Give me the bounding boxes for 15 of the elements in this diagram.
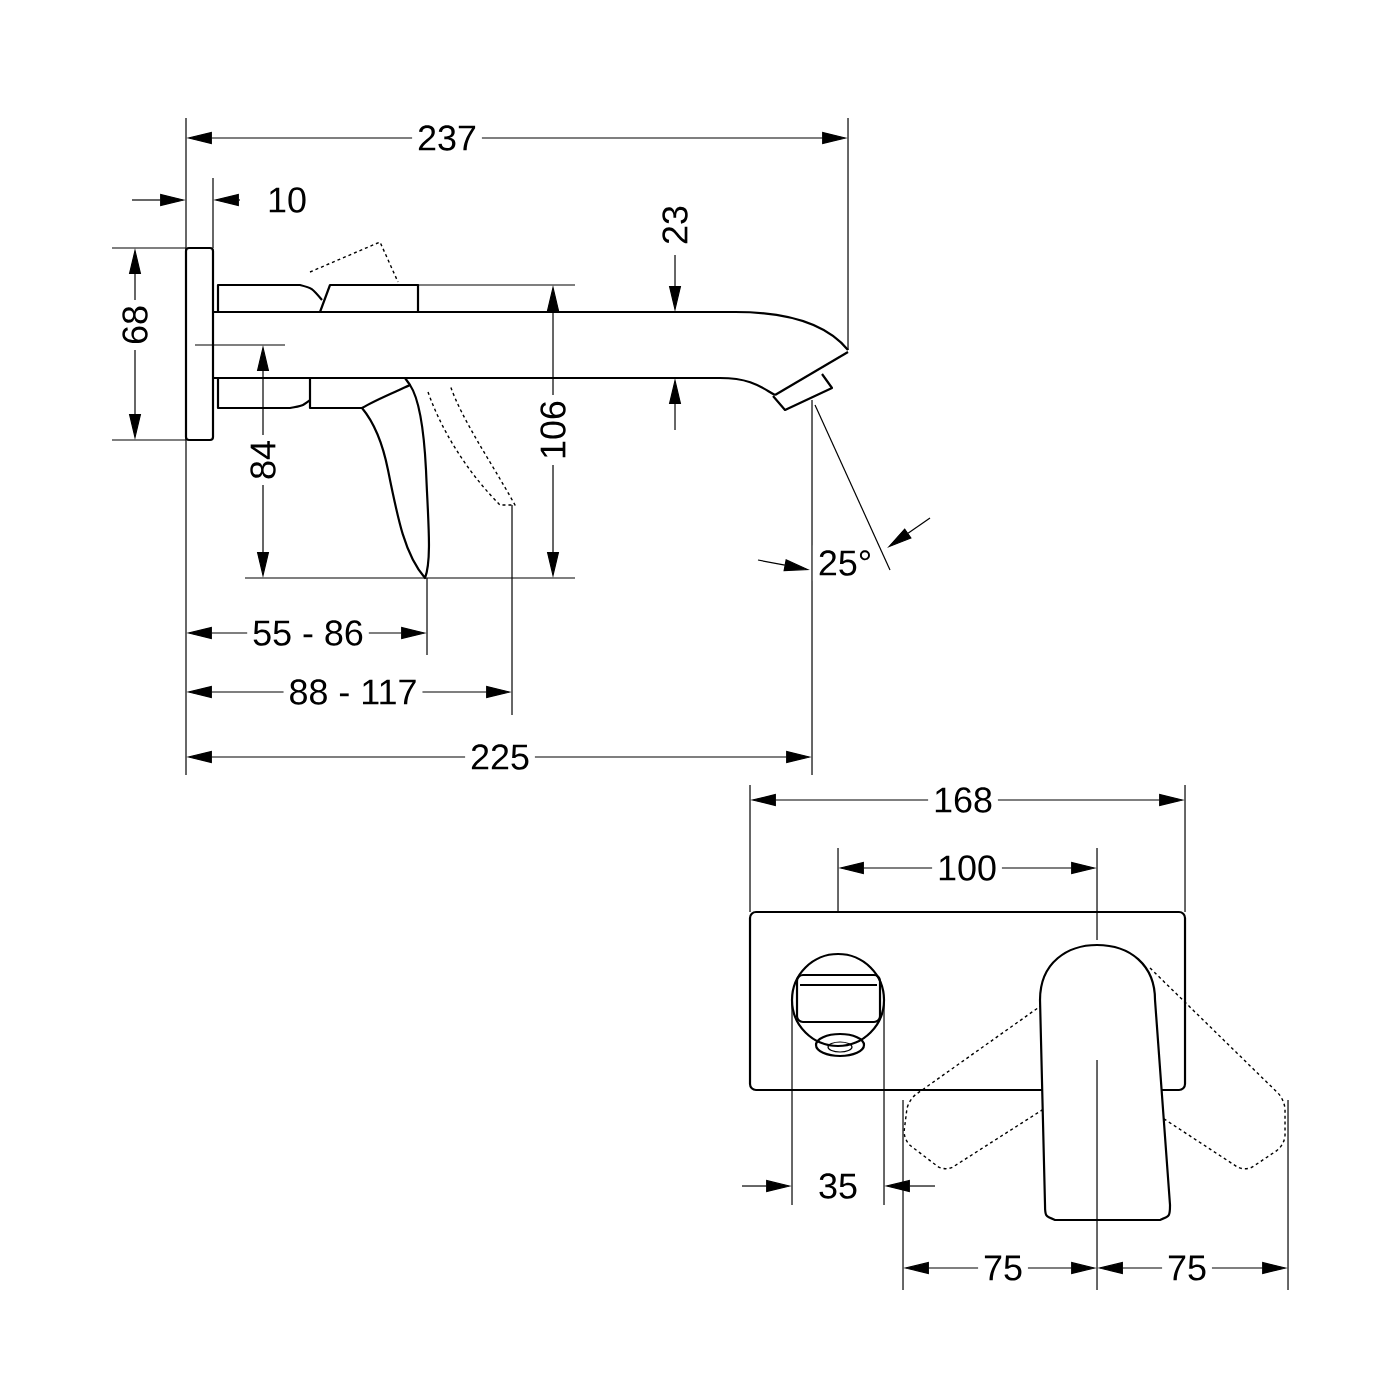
dimension-label: 35 <box>813 1168 863 1204</box>
dimension-label: 68 <box>117 300 153 350</box>
dimension-label: 25° <box>812 545 878 581</box>
dimension-label: 225 <box>465 739 535 775</box>
dimension-label: 75 <box>1162 1250 1212 1286</box>
dimension-label: 88 - 117 <box>283 674 423 710</box>
dimension-label: 237 <box>412 120 482 156</box>
dimension-label: 84 <box>245 435 281 485</box>
dimension-label: 75 <box>978 1250 1028 1286</box>
dimension-label: 55 - 86 <box>247 615 369 651</box>
dimension-label: 106 <box>535 395 571 465</box>
dimension-label: 23 <box>657 200 693 250</box>
dimension-label: 168 <box>928 782 998 818</box>
dimension-label: 10 <box>262 182 312 218</box>
dimension-label: 100 <box>932 850 1002 886</box>
